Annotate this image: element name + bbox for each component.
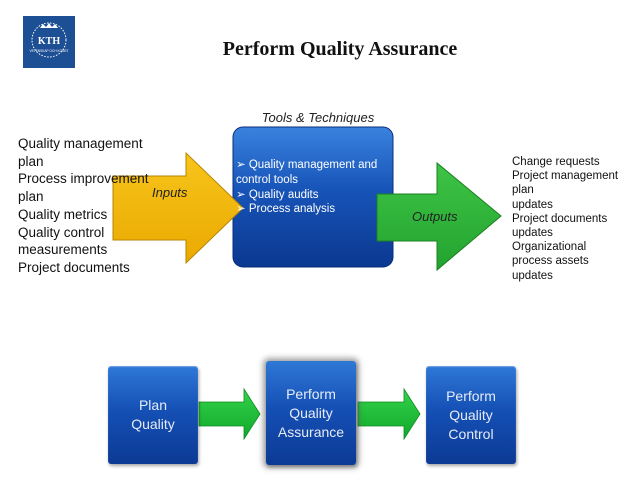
perform-quality-control-box: Perform Quality Control — [426, 366, 516, 464]
outputs-line: plan — [512, 184, 534, 197]
flow-arrow-1 — [198, 387, 261, 441]
box-line: Perform — [286, 385, 336, 402]
outputs-label: Outputs — [412, 209, 458, 224]
box-line: Quality — [289, 404, 333, 421]
outputs-line: updates — [512, 198, 553, 211]
inputs-line: plan — [18, 153, 44, 169]
outputs-line: Organizational — [512, 241, 587, 254]
tools-list: ➢ Quality management and control tools ➢… — [236, 158, 406, 217]
outputs-line: Project management — [512, 170, 619, 183]
box-line: Quality — [131, 416, 175, 432]
inputs-line: Project documents — [18, 259, 130, 275]
box-line: Control — [448, 425, 494, 442]
tools-line: ➢ Quality audits — [236, 188, 319, 201]
outputs-line: Project documents — [512, 212, 608, 225]
logo-text: KTH — [38, 36, 60, 47]
inputs-line: Quality metrics — [18, 206, 108, 222]
inputs-label: Inputs — [152, 185, 188, 200]
flow-arrow-2 — [357, 387, 421, 441]
box-line: Perform — [446, 387, 496, 404]
tools-techniques-label: Tools & Techniques — [261, 110, 375, 125]
outputs-line: process assets — [512, 255, 589, 268]
inputs-line: Process improvement — [18, 171, 149, 187]
inputs-arrow — [112, 151, 244, 265]
tools-line: control tools — [236, 173, 299, 186]
outputs-line: updates — [512, 269, 553, 282]
inputs-list: Quality management plan Process improvem… — [18, 135, 168, 277]
perform-quality-assurance-box: Perform Quality Assurance — [266, 361, 356, 465]
kth-logo: KTH VETENSKAP OCH KONST — [23, 16, 75, 68]
outputs-line: Change requests — [512, 156, 600, 168]
tools-line: ➢ Quality management and — [236, 159, 378, 171]
inputs-line: Quality control — [18, 224, 105, 240]
inputs-line: plan — [18, 189, 44, 205]
outputs-line: updates — [512, 227, 553, 240]
tools-line: ➢ Process analysis — [236, 203, 336, 216]
page-title: Perform Quality Assurance — [222, 38, 458, 60]
outputs-arrow — [376, 161, 502, 272]
inputs-line: Quality management — [18, 136, 143, 151]
logo-subtext: VETENSKAP OCH KONST — [30, 49, 69, 53]
box-line: Plan — [138, 397, 167, 413]
outputs-list: Change requests Project management plan … — [512, 155, 632, 283]
box-line: Quality — [449, 406, 493, 423]
plan-quality-box: Plan Quality — [108, 366, 198, 464]
inputs-line: measurements — [18, 242, 108, 258]
box-line: Assurance — [277, 423, 345, 440]
